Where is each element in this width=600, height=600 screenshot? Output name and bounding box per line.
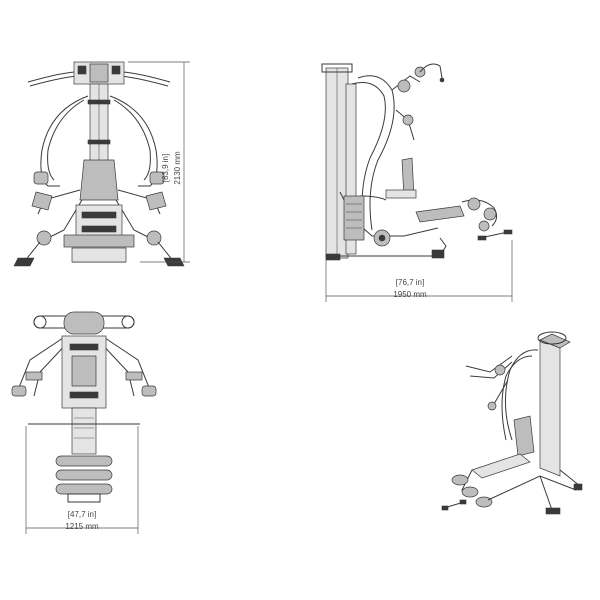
side-view <box>321 63 513 261</box>
length-inches-label: [76,7 in] <box>396 278 424 287</box>
height-mm-label: 2130 mm <box>173 151 182 185</box>
isometric-view <box>441 331 583 515</box>
height-dimension: [83,9 in] 2130 mm <box>128 61 190 263</box>
width-dimension: [47,7 in] 1215 mm <box>25 426 139 534</box>
width-inches-label: [47,7 in] <box>68 510 96 519</box>
width-mm-label: 1215 mm <box>65 522 99 531</box>
length-dimension: [76,7 in] 1950 mm <box>325 240 513 302</box>
length-mm-label: 1950 mm <box>393 290 427 299</box>
front-view <box>13 61 185 267</box>
height-inches-label: [83,9 in] <box>161 154 170 182</box>
top-view <box>11 311 157 503</box>
